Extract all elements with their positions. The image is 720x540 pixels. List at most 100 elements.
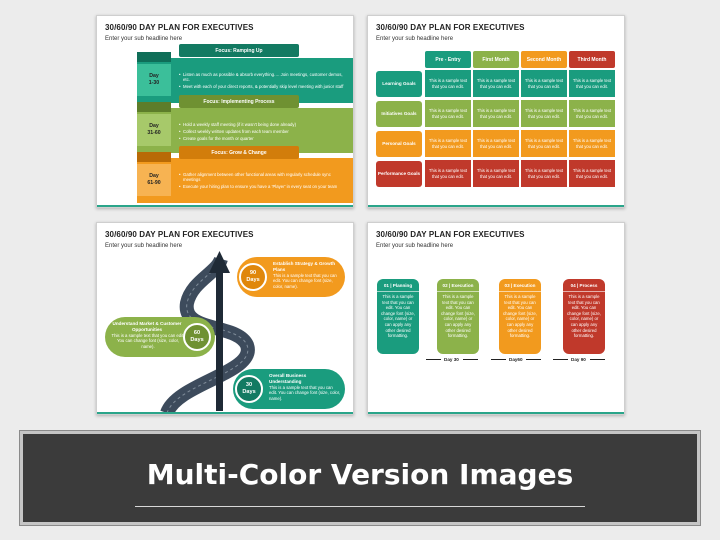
banner-title: Multi-Color Version Images	[146, 458, 574, 491]
slide-subtitle: Enter your sub headline here	[376, 243, 454, 249]
milestone-circle: 60 Days	[183, 323, 211, 351]
phase-label: 01 | Planning	[377, 279, 419, 292]
grid-cell: This is a sample text that you can edit.	[521, 130, 567, 157]
phase-text: This is a sample text that you can edit.…	[381, 294, 415, 339]
slide-title: 30/60/90 DAY PLAN FOR EXECUTIVES	[105, 230, 254, 239]
milestone-title: Establish Strategy & Growth Plans	[273, 261, 336, 272]
bullet: Listen as much as possible & absorb ever…	[179, 72, 349, 83]
bullet: Meet with each of your direct reports, &…	[179, 84, 349, 90]
milestone-number: 90	[249, 270, 257, 276]
phase-card-4: 04 | Process This is a sample text that …	[563, 279, 605, 354]
timeline-label: Day 30	[444, 357, 459, 362]
column-header: First Month	[473, 51, 519, 68]
grid-cell: This is a sample text that you can edit.	[425, 160, 471, 187]
milestone-unit: Days	[246, 277, 260, 283]
phase-card-1: 01 | Planning This is a sample text that…	[377, 279, 419, 354]
winding-road-arrow	[160, 251, 255, 414]
phase-label: 02 | Execution	[437, 279, 479, 292]
milestone-title: Overall Business Understanding	[269, 373, 307, 384]
phase-text: This is a sample text that you can edit.…	[503, 294, 537, 339]
grid-cell: This is a sample text that you can edit.	[521, 70, 567, 97]
slide-subtitle: Enter your sub headline here	[376, 36, 454, 42]
grid-cell: This is a sample text that you can edit.	[425, 130, 471, 157]
day-range: 31-60	[147, 130, 161, 136]
milestone-text: This is a sample text that you can edit.…	[269, 385, 341, 401]
grid-cell: This is a sample text that you can edit.	[425, 100, 471, 127]
day-label: Day	[149, 73, 159, 79]
day-tab	[137, 152, 171, 162]
banner-divider	[135, 506, 585, 507]
phase-label: 04 | Process	[563, 279, 605, 292]
grid-cell: This is a sample text that you can edit.	[473, 100, 519, 127]
bullet: Execute your hiring plan to ensure you h…	[179, 184, 349, 190]
multi-color-banner: Multi-Color Version Images	[19, 430, 701, 526]
milestone-unit: Days	[242, 389, 256, 395]
milestone-text: This is a sample text that you can edit.…	[273, 273, 337, 289]
milestone-title: Understand Market & Customer Opportuniti…	[112, 321, 182, 332]
slide-thumbnail-1[interactable]: 30/60/90 DAY PLAN FOR EXECUTIVES Enter y…	[96, 15, 354, 208]
milestone-number: 60	[193, 330, 201, 336]
timeline-arrow	[553, 359, 568, 360]
phase-text: This is a sample text that you can edit.…	[441, 294, 475, 339]
focus-label: Focus: Grow & Change	[179, 146, 299, 159]
bullet: Collect weekly written updates from each…	[179, 129, 349, 135]
milestone-unit: Days	[190, 337, 204, 343]
slide-title: 30/60/90 DAY PLAN FOR EXECUTIVES	[376, 230, 525, 239]
day-tab	[137, 102, 171, 112]
bullet: Hold a weekly staff meeting (if it wasn'…	[179, 122, 349, 128]
grid-cell: This is a sample text that you can edit.	[473, 160, 519, 187]
plan-band-2: Hold a weekly staff meeting (if it wasn'…	[137, 108, 353, 153]
day-range: 61-90	[147, 180, 161, 186]
focus-label: Focus: Implementing Process	[179, 95, 299, 108]
bullet: Gather alignment between other functiona…	[179, 172, 349, 183]
phase-label: 03 | Execution	[499, 279, 541, 292]
row-label: Learning Goals	[376, 71, 422, 97]
slide-thumbnail-4[interactable]: 30/60/90 DAY PLAN FOR EXECUTIVES Enter y…	[367, 222, 625, 415]
row-label: Personal Goals	[376, 131, 422, 157]
timeline-label: Day60	[509, 357, 523, 362]
slide-thumbnail-2[interactable]: 30/60/90 DAY PLAN FOR EXECUTIVES Enter y…	[367, 15, 625, 208]
milestone-circle: 30 Days	[235, 375, 263, 403]
day-range-box: Day 61-90	[137, 164, 171, 196]
milestone-number: 30	[245, 382, 253, 388]
day-range: 1-30	[148, 80, 160, 86]
timeline-arrow	[491, 359, 506, 360]
timeline-label: Day 90	[571, 357, 586, 362]
slide-subtitle: Enter your sub headline here	[105, 36, 183, 42]
timeline-arrow	[426, 359, 441, 360]
milestone-circle: 90 Days	[239, 263, 267, 291]
grid-cell: This is a sample text that you can edit.	[569, 70, 615, 97]
grid-cell: This is a sample text that you can edit.	[569, 160, 615, 187]
slide-title: 30/60/90 DAY PLAN FOR EXECUTIVES	[376, 23, 525, 32]
grid-cell: This is a sample text that you can edit.	[425, 70, 471, 97]
column-header: Third Month	[569, 51, 615, 68]
day-tab	[137, 52, 171, 62]
grid-cell: This is a sample text that you can edit.	[473, 130, 519, 157]
slide-title: 30/60/90 DAY PLAN FOR EXECUTIVES	[105, 23, 254, 32]
plan-band-3: Gather alignment between other functiona…	[137, 158, 353, 203]
column-header: Pre - Entry	[425, 51, 471, 68]
grid-cell: This is a sample text that you can edit.	[521, 100, 567, 127]
grid-cell: This is a sample text that you can edit.	[569, 130, 615, 157]
grid-cell: This is a sample text that you can edit.	[569, 100, 615, 127]
timeline-arrow	[590, 359, 605, 360]
day-range-box: Day 31-60	[137, 114, 171, 146]
column-header: Second Month	[521, 51, 567, 68]
phase-card-3: 03 | Execution This is a sample text tha…	[499, 279, 541, 354]
day-label: Day	[149, 173, 159, 179]
day-label: Day	[149, 123, 159, 129]
row-label: Performance Goals	[376, 161, 422, 187]
phase-card-2: 02 | Execution This is a sample text tha…	[437, 279, 479, 354]
timeline-arrow	[463, 359, 478, 360]
milestone-text: This is a sample text that you can edit.…	[111, 333, 185, 349]
focus-label: Focus: Ramping Up	[179, 44, 299, 57]
timeline-arrow	[526, 359, 541, 360]
bullet: Create goals for the month or quarter	[179, 136, 349, 142]
row-label: Initiatives Goals	[376, 101, 422, 127]
day-range-box: Day 1-30	[137, 64, 171, 96]
slide-thumbnail-3[interactable]: 30/60/90 DAY PLAN FOR EXECUTIVES Enter y…	[96, 222, 354, 415]
grid-cell: This is a sample text that you can edit.	[473, 70, 519, 97]
slide-subtitle: Enter your sub headline here	[105, 243, 183, 249]
phase-text: This is a sample text that you can edit.…	[567, 294, 601, 339]
grid-cell: This is a sample text that you can edit.	[521, 160, 567, 187]
